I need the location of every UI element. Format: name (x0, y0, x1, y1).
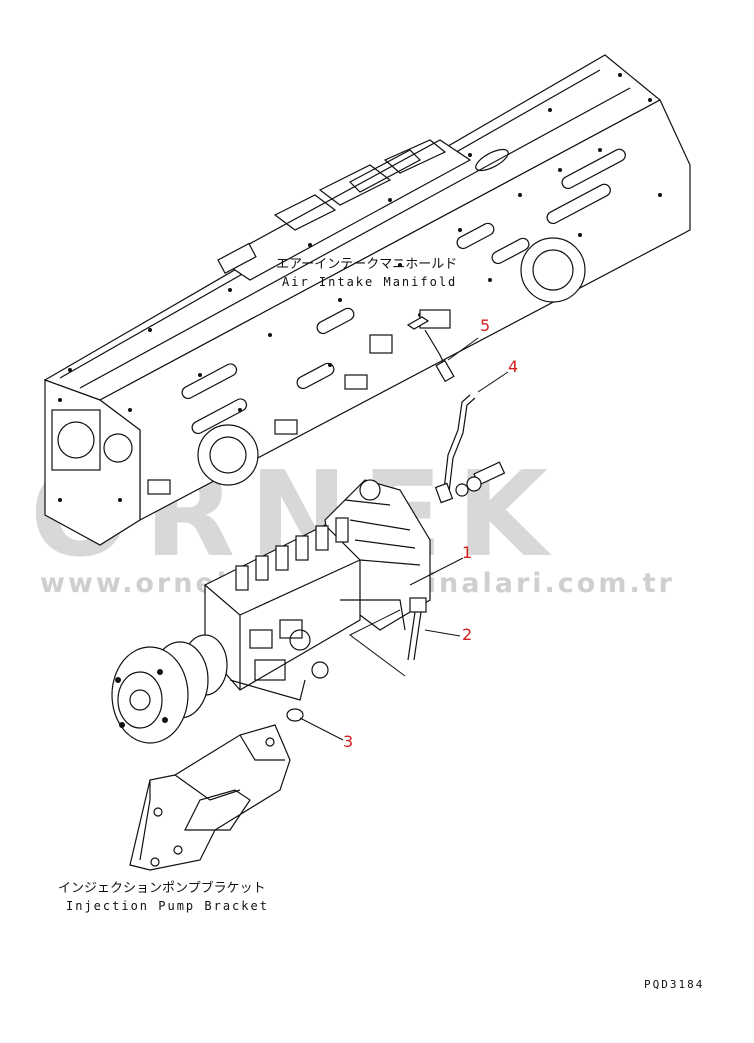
injection-pump-bracket (129, 708, 304, 871)
drawing-code: PQD3184 (644, 978, 704, 991)
injection-pump (111, 479, 431, 744)
callout-5: 5 (480, 316, 490, 335)
callouts: 5 4 1 2 3 (343, 316, 518, 751)
callout-4: 4 (508, 357, 518, 376)
fuel-line-parts (424, 329, 506, 504)
air-intake-manifold (43, 54, 691, 546)
callout-1: 1 (462, 543, 472, 562)
manifold-label-jp: エアーインテークマニホールド (276, 257, 457, 272)
part-labels: エアーインテークマニホールド Air Intake Manifold インジェク… (58, 257, 704, 991)
manifold-label-en: Air Intake Manifold (282, 275, 457, 289)
bracket-label-en: Injection Pump Bracket (66, 899, 269, 913)
leader-lines (299, 337, 509, 741)
callout-3: 3 (343, 732, 353, 751)
bracket-label-jp: インジェクションポンプブラケット (58, 880, 266, 896)
callout-2: 2 (462, 625, 472, 644)
